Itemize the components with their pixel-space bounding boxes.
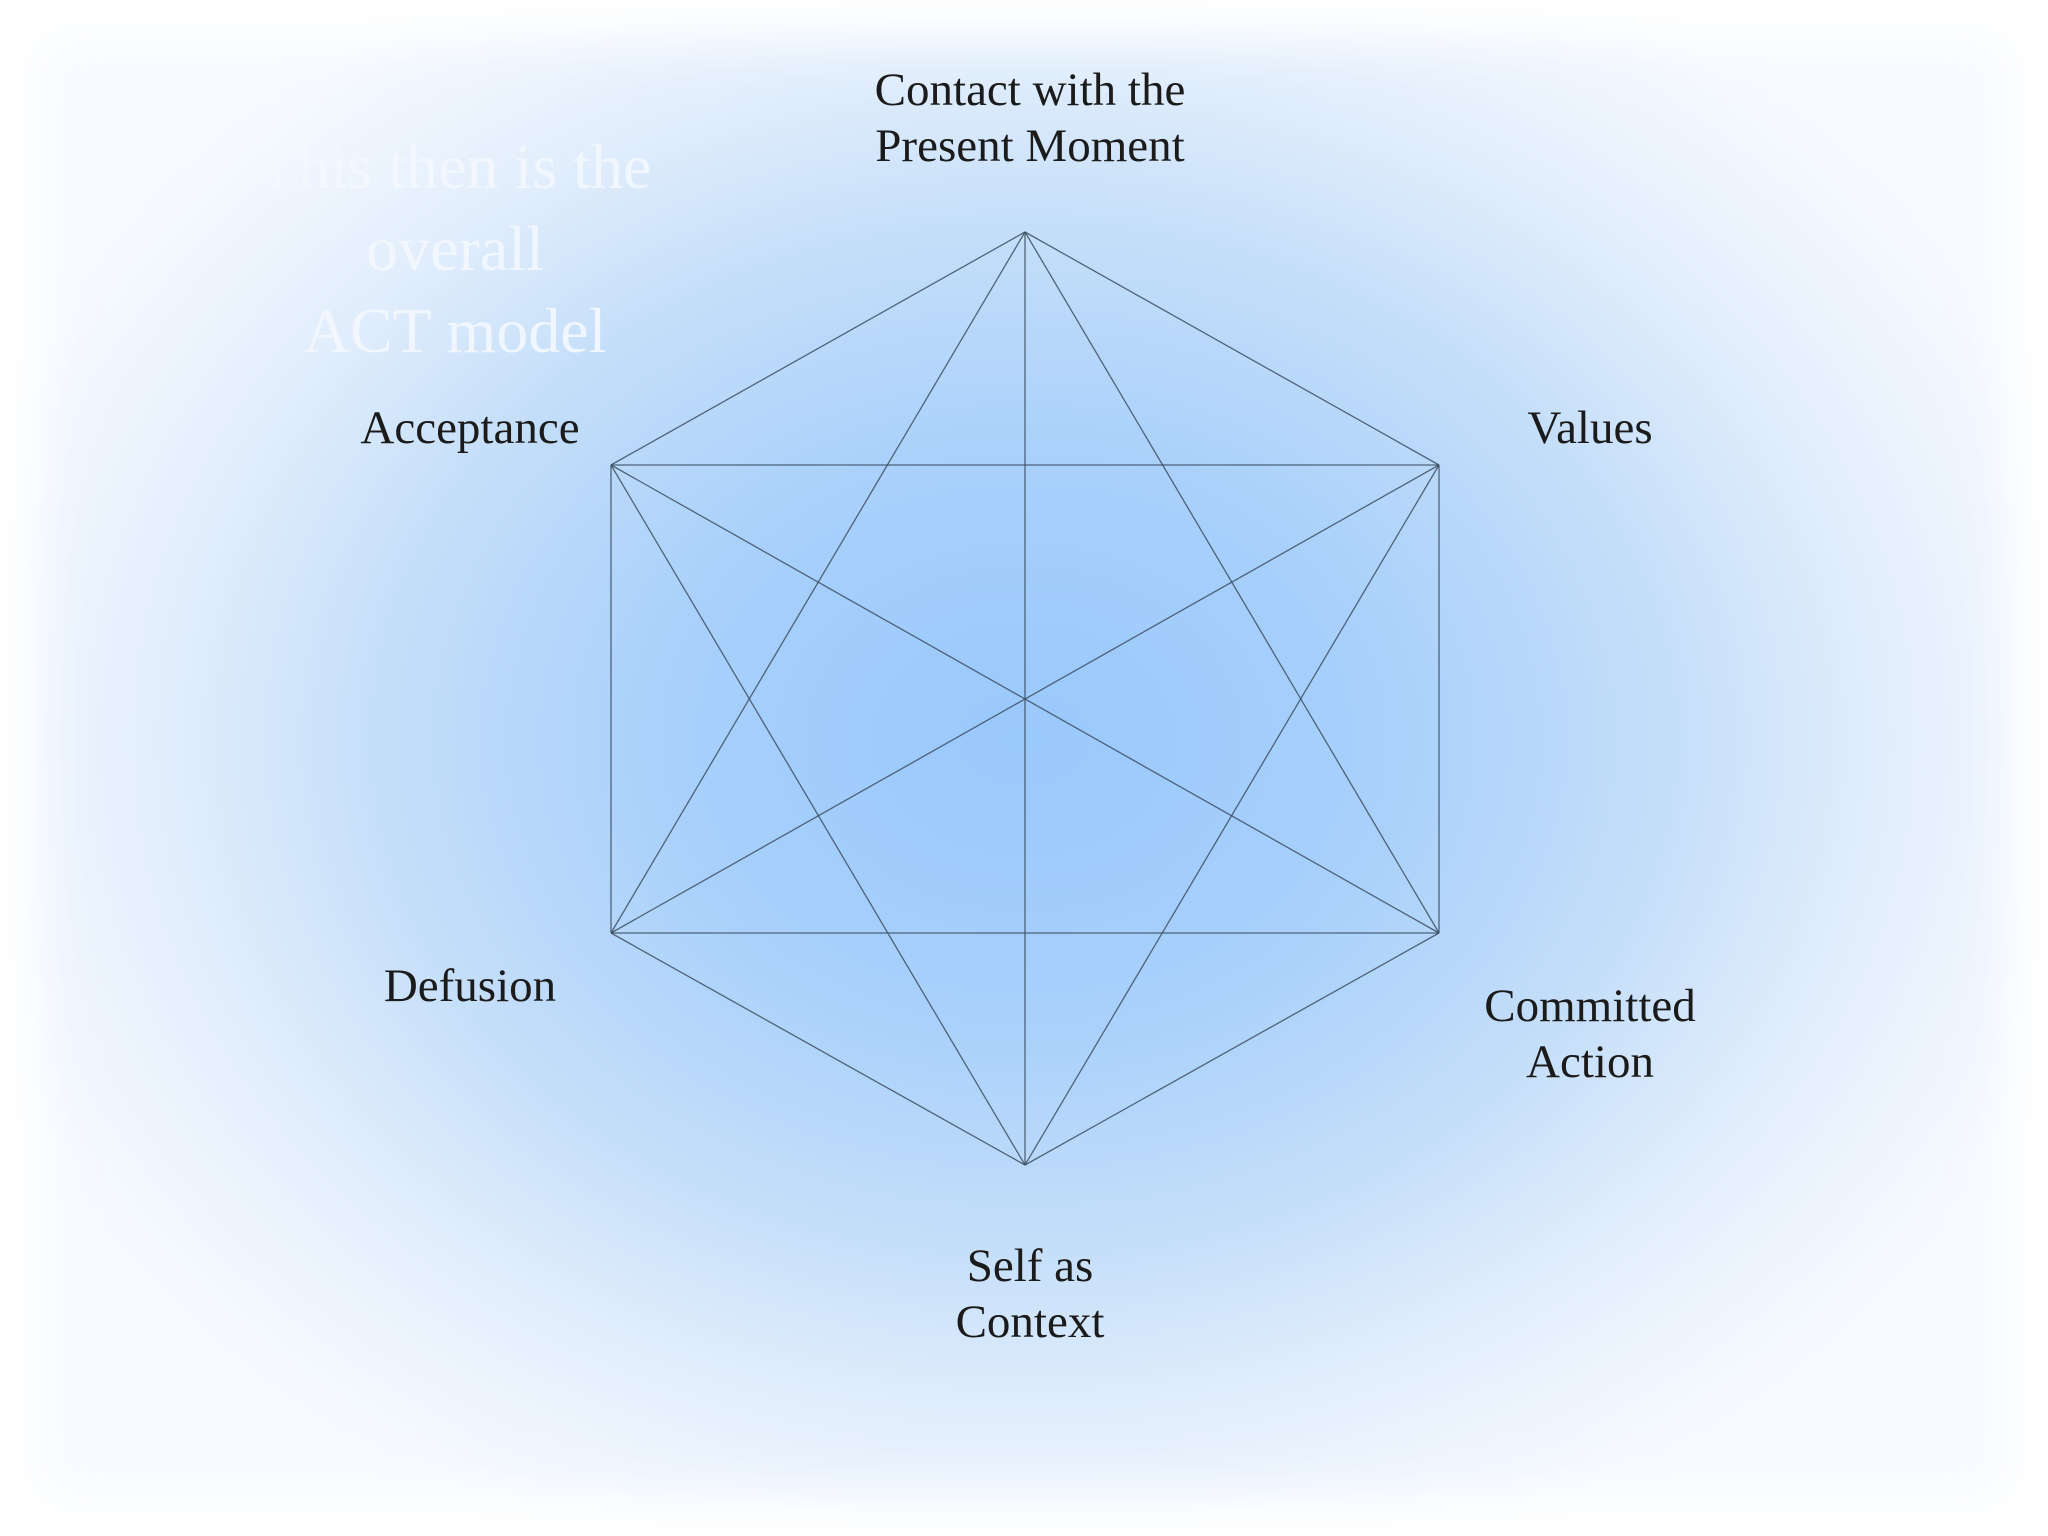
edge-upper-left-top [610,231,1026,466]
node-label-committed-action: Committed Action [1484,980,1696,1088]
edge-lower-right-bottom [1024,932,1440,1166]
edge-upper-right-bottom [1024,464,1440,1166]
node-label-acceptance: Acceptance [360,402,580,454]
background-glow [40,40,2008,1496]
node-label-defusion: Defusion [383,960,557,1012]
slide-title: This then is the overall ACT model [258,131,652,366]
edge-upper-left-bottom [610,464,1026,1166]
edge-top-upper-right [1024,231,1440,466]
node-label-values: Values [1527,402,1653,454]
node-label-self-as-context: Self as Context [955,1240,1105,1348]
edge-bottom-lower-left [610,932,1026,1166]
node-label-contact-present-moment: Contact with the Present Moment [874,64,1186,172]
edge-upper-right-lower-left [610,464,1440,934]
